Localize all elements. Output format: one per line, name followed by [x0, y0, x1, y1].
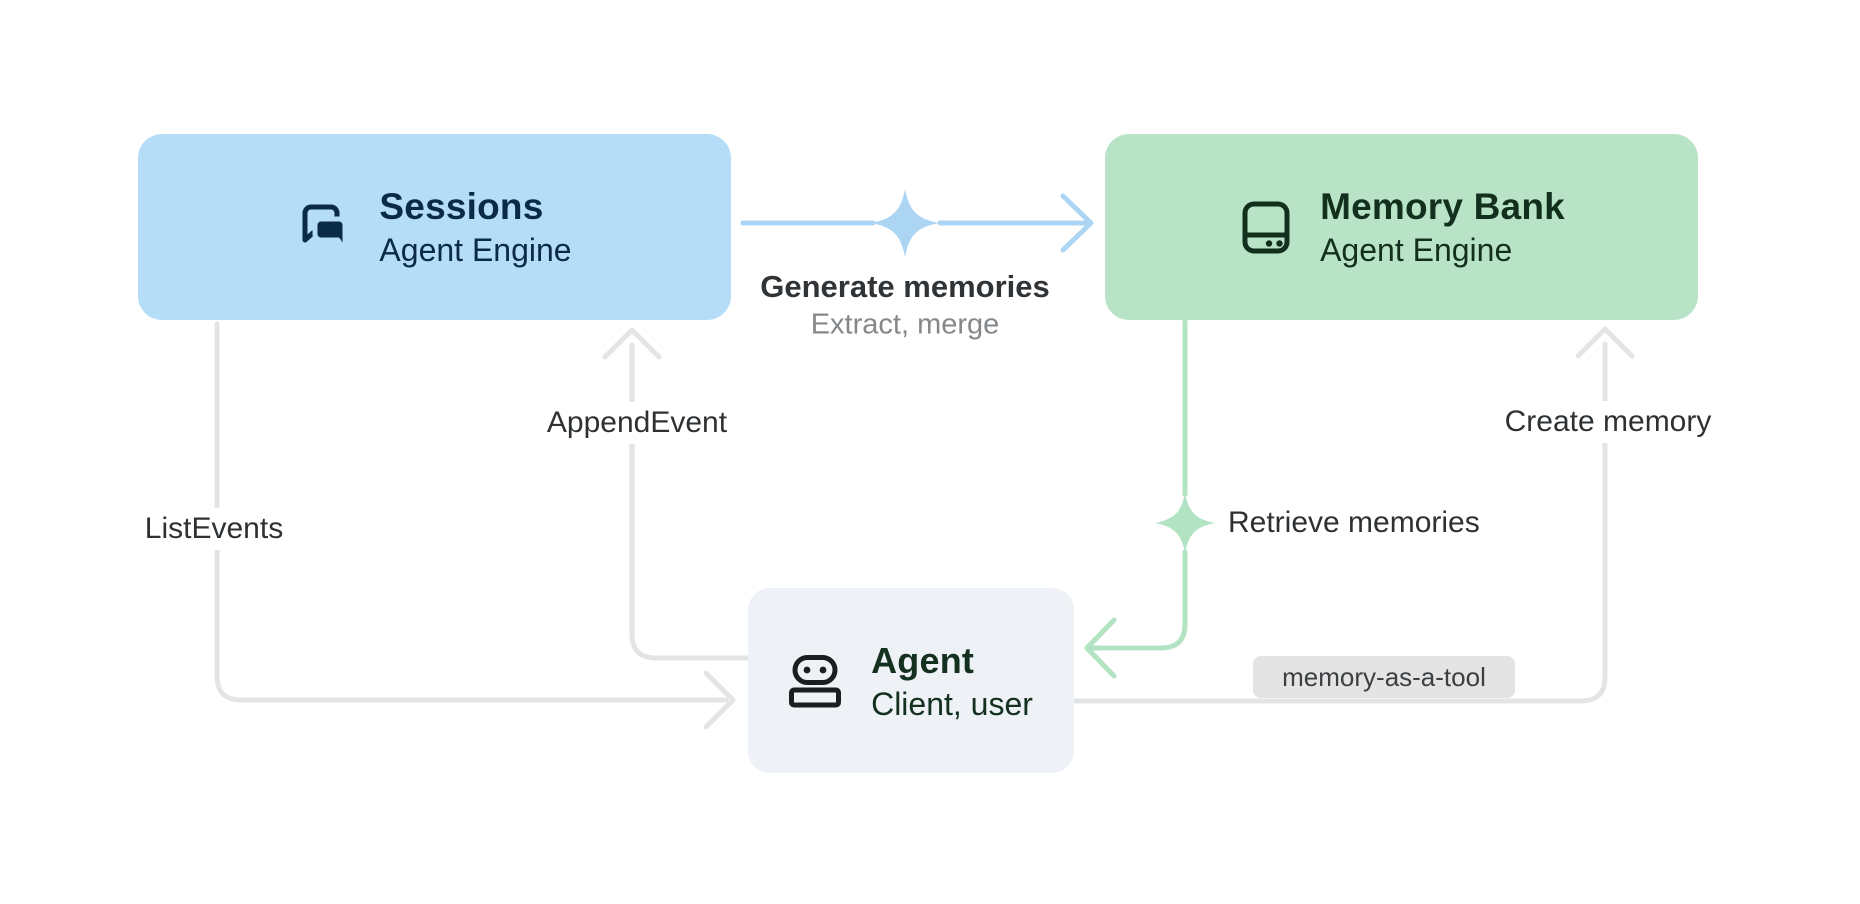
edge-label-list-events: ListEvents [130, 508, 298, 550]
edge-label-create-memory: Create memory [1490, 401, 1726, 443]
node-title: Sessions [379, 186, 544, 227]
node-sessions: Sessions Agent Engine [138, 134, 731, 320]
memory-bank-drive-icon [1242, 201, 1290, 254]
node-subtitle: Client, user [871, 685, 1033, 722]
edge-append-event [602, 327, 751, 661]
edge-label-append-event: AppendEvent [532, 402, 742, 444]
chat-bubbles-icon [302, 204, 348, 255]
node-agent: Agent Client, user [748, 588, 1074, 773]
robot-icon [789, 654, 842, 707]
memory-as-a-tool-badge: memory-as-a-tool [1253, 656, 1515, 698]
edge-create-memory [1071, 326, 1635, 704]
node-subtitle: Agent Engine [379, 232, 572, 268]
edge-retrieve-memories [1084, 319, 1188, 679]
edge-list-events [214, 321, 736, 730]
node-subtitle: Agent Engine [1320, 232, 1513, 268]
edge-label-retrieve-memories: Retrieve memories [1228, 506, 1480, 539]
sparkle-icon [1155, 493, 1215, 553]
sparkle-icon [871, 189, 939, 257]
node-title: Memory Bank [1320, 186, 1565, 227]
edge-label-generate-memories: Generate memories [760, 269, 1050, 304]
edge-generate-memories [740, 193, 1094, 253]
node-memory-bank: Memory Bank Agent Engine [1105, 134, 1698, 320]
node-title: Agent [871, 639, 975, 681]
edge-sublabel-extract-merge: Extract, merge [810, 308, 1000, 341]
